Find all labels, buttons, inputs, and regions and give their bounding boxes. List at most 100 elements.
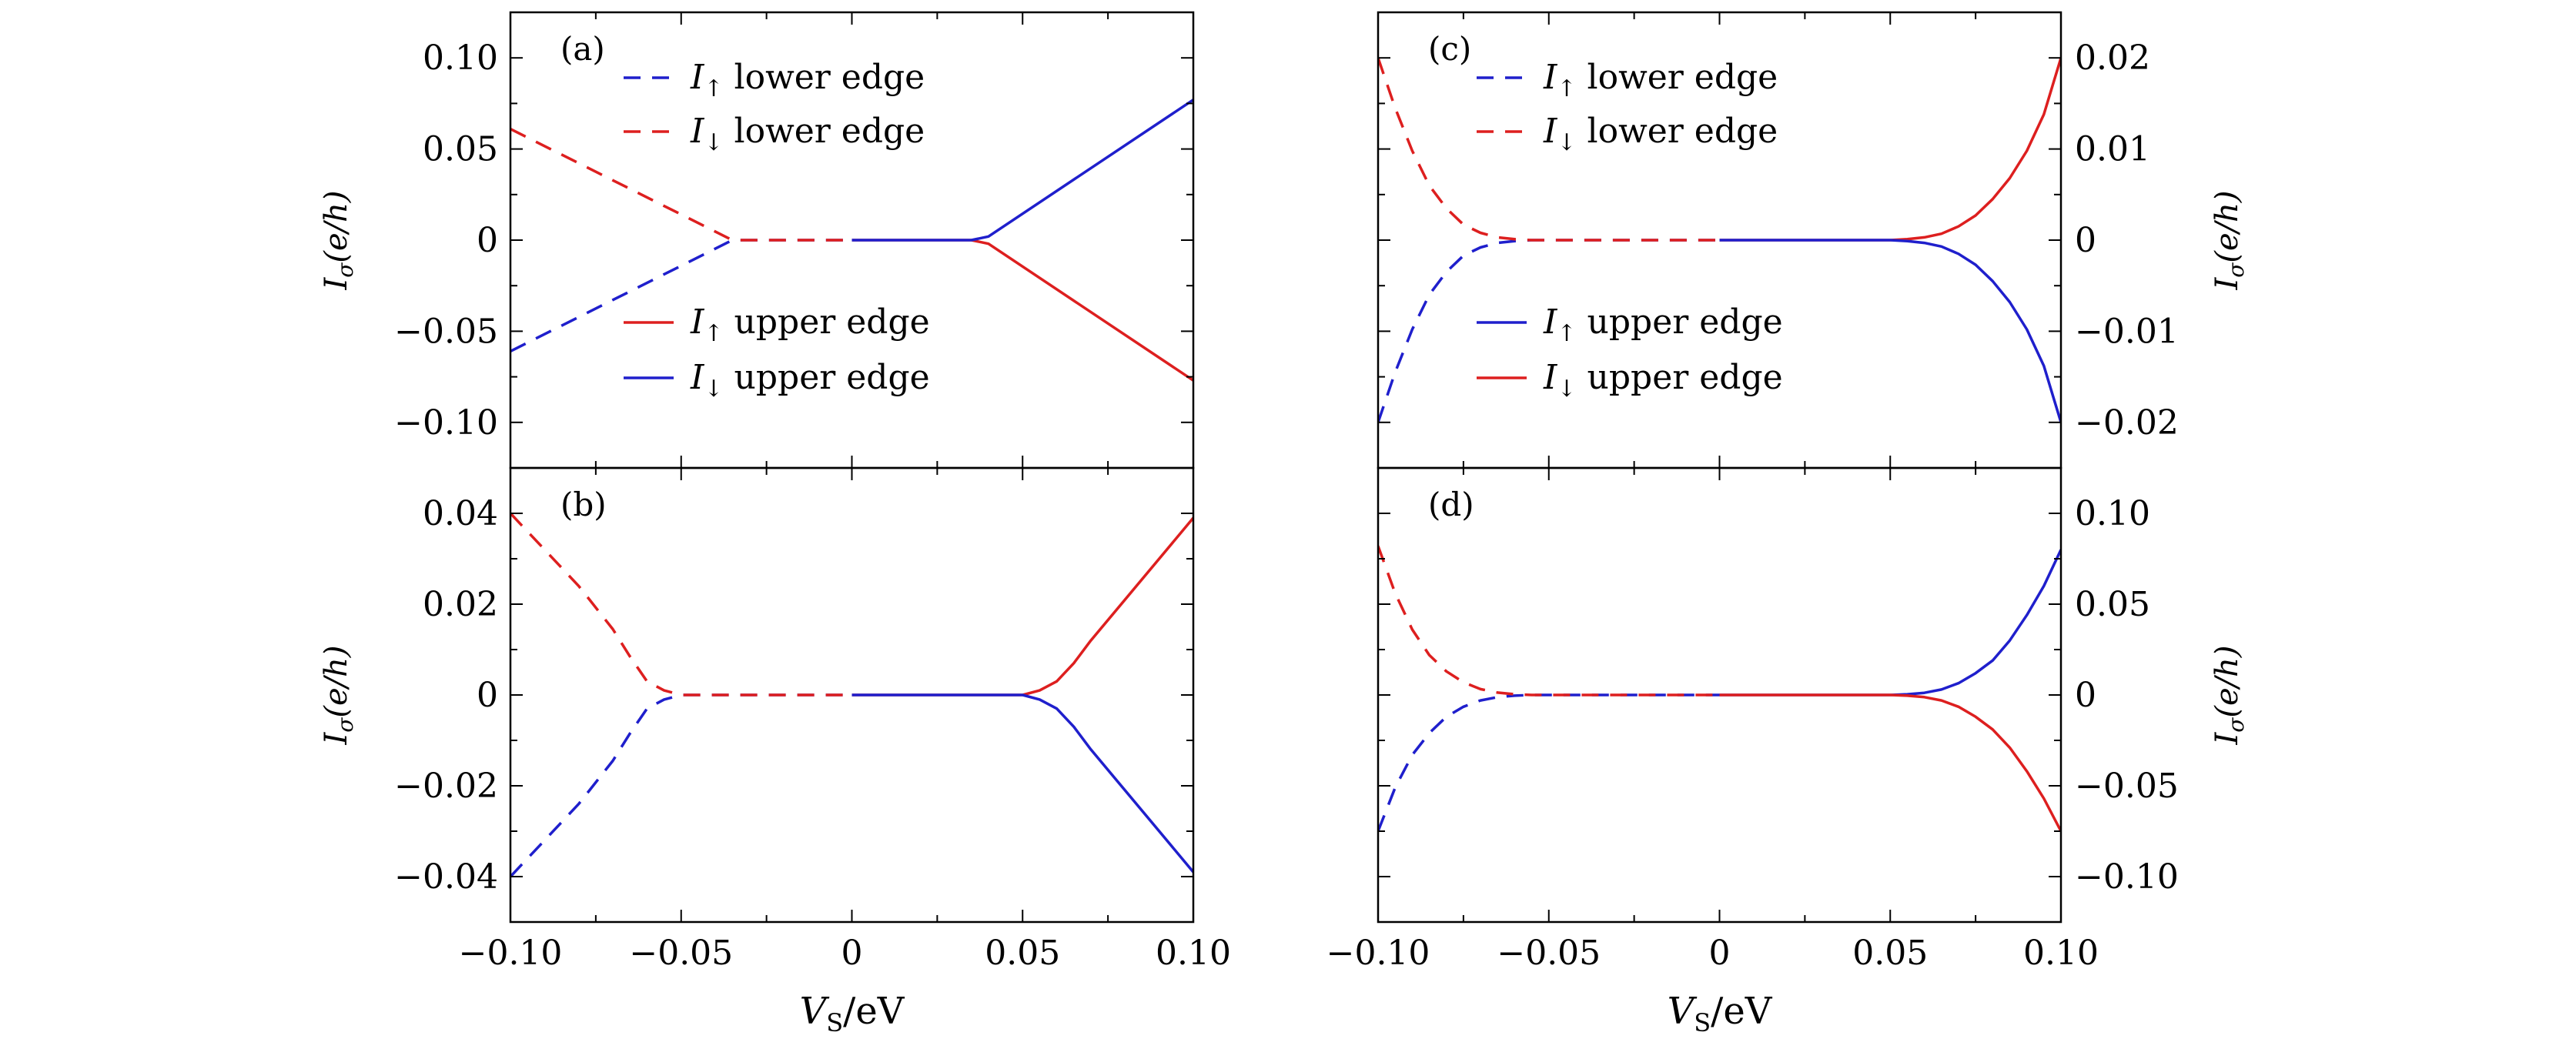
series-line-upper-blue [1719, 549, 2061, 697]
series-line-upper-blue [851, 693, 1193, 874]
legend-label: I↑ upper edge [1543, 302, 1783, 347]
y-tick-label: 0.04 [423, 494, 498, 533]
panel-label: (d) [1428, 486, 1474, 523]
x-tick-label: 0.05 [985, 934, 1060, 973]
legend-subscript: ↑ [704, 320, 723, 347]
x-axis-symbol: V [800, 990, 830, 1033]
x-tick-label: 0 [1709, 934, 1731, 973]
y-tick-label: 0.05 [2075, 585, 2150, 624]
legend-text: lower edge [1577, 112, 1778, 151]
y-axis-subscript: σ [2223, 262, 2249, 278]
y-axis-label: Iσ(e/h) [2210, 645, 2249, 745]
y-axis-label: Iσ(e/h) [2210, 190, 2249, 290]
y-axis-symbol: I [319, 732, 354, 746]
panel-label: (b) [560, 486, 607, 523]
x-tick-label: 0.10 [2023, 934, 2099, 973]
legend-label: I↓ lower edge [1543, 112, 1778, 156]
series-line-upper-red [1719, 693, 2061, 832]
x-axis-unit: /eV [843, 990, 905, 1033]
series-line-upper-blue [1719, 239, 2061, 423]
legend-symbol: I [1543, 358, 1558, 397]
y-tick-label: −0.05 [2075, 767, 2179, 806]
panel-label: (c) [1428, 30, 1471, 68]
x-axis-unit: /eV [1711, 990, 1773, 1033]
x-tick-label: −0.05 [629, 934, 733, 973]
legend-text: upper edge [1577, 302, 1783, 342]
legend-subscript: ↓ [1557, 376, 1576, 403]
x-tick-label: 0.05 [1852, 934, 1928, 973]
x-axis-label: VS/eV [800, 990, 905, 1037]
legend-symbol: I [1543, 302, 1558, 342]
y-axis-label: Iσ(e/h) [319, 645, 358, 745]
series-line-upper-red [851, 516, 1193, 697]
x-axis-subscript: S [826, 1008, 843, 1037]
legend-subscript: ↓ [704, 129, 723, 156]
legend-subscript: ↑ [704, 75, 723, 102]
y-tick-label: −0.10 [394, 403, 498, 443]
legend-symbol: I [690, 112, 705, 151]
y-axis-subscript: σ [333, 262, 358, 278]
y-tick-label: 0.01 [2075, 130, 2150, 169]
y-tick-label: 0 [477, 221, 498, 260]
x-tick-label: −0.10 [1326, 934, 1430, 973]
series-line-upper-red [1719, 57, 2061, 242]
y-tick-label: −0.04 [394, 857, 498, 897]
panel-label: (a) [560, 30, 605, 68]
y-tick-label: 0.05 [423, 130, 498, 169]
y-tick-label: −0.05 [394, 312, 498, 351]
y-axis-symbol: I [319, 277, 354, 291]
x-axis-label: VS/eV [1668, 990, 1773, 1037]
legend-symbol: I [690, 302, 705, 342]
y-axis-symbol: I [2210, 732, 2245, 746]
legend-text: lower edge [724, 58, 925, 97]
y-axis-unit: (e/h) [2210, 190, 2245, 262]
legend-symbol: I [690, 58, 705, 97]
series-line-upper-blue [851, 99, 1193, 242]
series-line-lower-red [1378, 545, 1720, 697]
legend-subscript: ↓ [704, 376, 723, 403]
y-axis-label: Iσ(e/h) [319, 190, 358, 290]
legend-symbol: I [1543, 58, 1558, 97]
legend-symbol: I [690, 358, 705, 397]
y-axis-symbol: I [2210, 277, 2245, 291]
y-tick-label: 0 [2075, 676, 2096, 715]
legend-text: upper edge [724, 302, 930, 342]
legend-label: I↑ lower edge [1543, 58, 1778, 102]
x-tick-label: 0 [841, 934, 863, 973]
y-tick-label: 0 [2075, 221, 2096, 260]
y-tick-label: 0.02 [423, 585, 498, 624]
x-axis-subscript: S [1694, 1008, 1711, 1037]
y-tick-label: −0.10 [2075, 857, 2179, 897]
y-axis-unit: (e/h) [319, 645, 354, 717]
legend-label: I↓ upper edge [1543, 358, 1783, 403]
y-axis-unit: (e/h) [2210, 645, 2245, 717]
x-tick-label: 0.10 [1156, 934, 1231, 973]
series-line-lower-blue [510, 693, 852, 878]
series-line-lower-red [510, 512, 852, 697]
legend-label: I↓ lower edge [690, 112, 925, 156]
series-line-lower-blue [1378, 693, 1720, 832]
legend-text: upper edge [1577, 358, 1783, 397]
y-axis-subscript: σ [333, 717, 358, 733]
y-tick-label: −0.02 [2075, 403, 2179, 443]
y-tick-label: 0.10 [2075, 494, 2150, 533]
y-tick-label: 0 [477, 676, 498, 715]
panel-d: −0.10 −0.05 0 0.05 0.10 (d) Iσ(e/h) [1377, 466, 2249, 924]
legend-label: I↑ lower edge [690, 58, 925, 102]
legend-label: I↓ upper edge [690, 358, 930, 403]
x-axis-symbol: V [1668, 990, 1698, 1033]
y-axis-unit: (e/h) [319, 190, 354, 262]
x-tick-label: −0.05 [1497, 934, 1601, 973]
y-tick-label: −0.02 [394, 767, 498, 806]
legend-text: upper edge [724, 358, 930, 397]
legend-subscript: ↑ [1557, 320, 1576, 347]
series-line-lower-red [510, 128, 852, 242]
x-tick-label: −0.10 [459, 934, 563, 973]
y-tick-label: 0.02 [2075, 38, 2150, 78]
y-tick-label: 0.10 [423, 38, 498, 78]
